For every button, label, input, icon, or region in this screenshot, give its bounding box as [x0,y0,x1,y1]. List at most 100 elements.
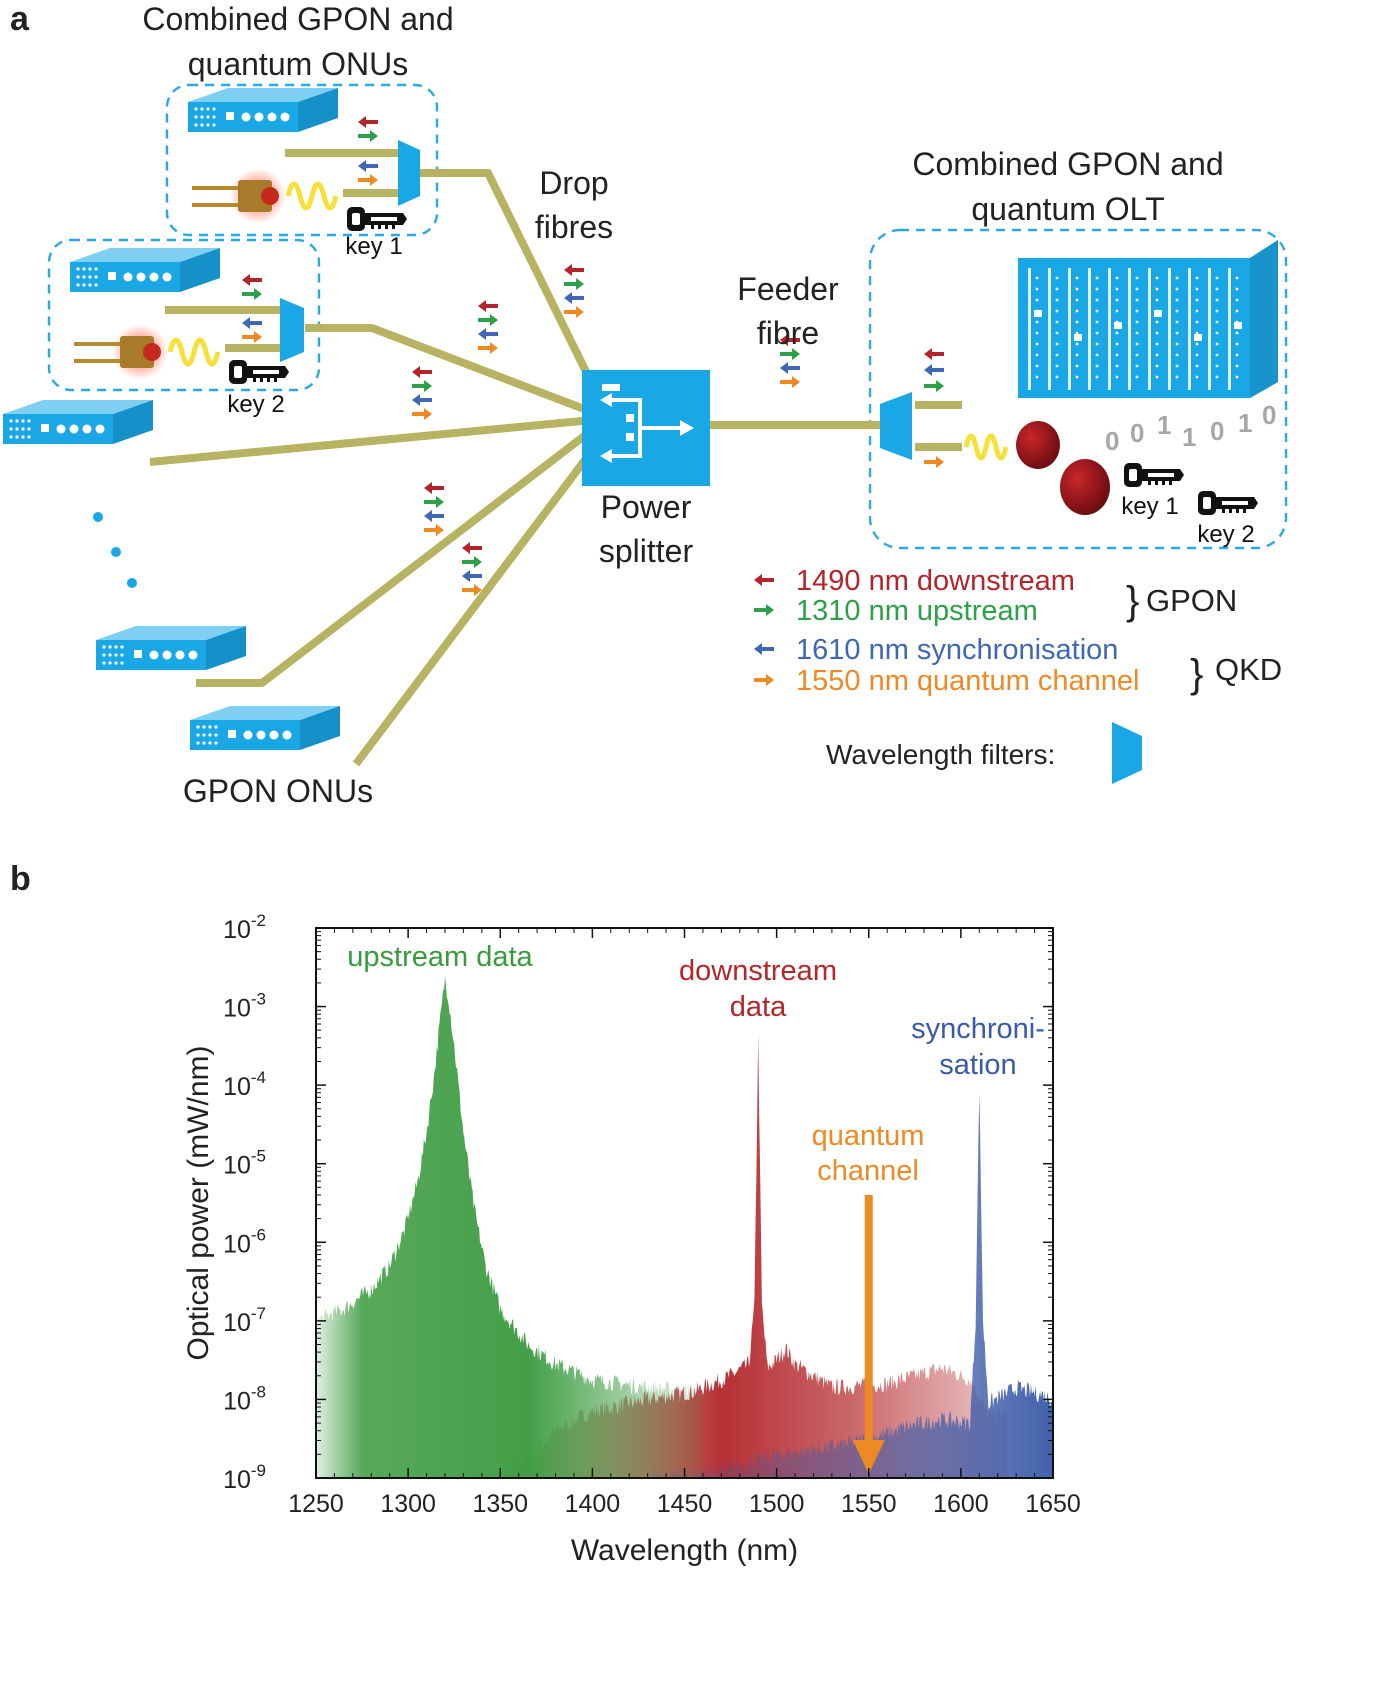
drop-fibre-3 [149,416,593,466]
onu-gpon-1 [3,400,153,444]
annotation-upstream: upstream data [347,941,533,973]
x-axis-label: Wavelength (nm) [571,1534,798,1567]
annotation-downstream-line2: data [730,991,787,1023]
ytick-label--9: 10-9 [223,1461,266,1494]
onu1-key-icon [347,207,407,231]
splitter-label-line1: Power [601,489,692,525]
xtick-label-1350: 1350 [472,1490,528,1518]
drop-fibre-3-arrows [412,366,432,420]
xtick-label-1600: 1600 [933,1490,989,1518]
onu1-wavelength-filter [398,140,420,206]
xtick-label-1500: 1500 [749,1490,805,1518]
onu2-key-label: key 2 [227,391,284,418]
onu1-laser [192,168,339,224]
olt-title-line2: quantum OLT [971,191,1164,227]
olt-title: Combined GPON and quantum OLT [912,146,1223,227]
onu2-key-icon [229,360,289,384]
onu-quantum-title-line2: quantum ONUs [188,46,409,82]
onu-q1-box [165,83,439,237]
legend-quantum-text: 1550 nm quantum channel [796,665,1139,697]
splitter-label-line2: splitter [599,533,694,569]
onu-devices [3,88,340,750]
annotation-downstream-line1: downstream [679,955,837,987]
series-synchronisation [647,1092,1053,1478]
ytick-label--8: 10-8 [223,1382,266,1415]
qkd-group-label: QKD [1215,652,1282,687]
onu1-gpon-arrows [358,116,378,142]
legend-downstream-text: 1490 nm downstream [796,565,1075,597]
onu-combined-1 [188,88,338,132]
panel-a-letter: a [10,0,30,38]
xtick-label-1650: 1650 [1025,1490,1081,1518]
filters-legend-icon [1112,722,1142,784]
wavelength-arrow-stacks [242,116,944,596]
xtick-label-1300: 1300 [380,1490,436,1518]
onu1-key-label: key 1 [345,233,402,260]
olt-key2-icon [1198,491,1258,515]
olt-rack [1018,240,1278,398]
annotation-quantum-line2: channel [817,1155,919,1187]
xtick-label-1550: 1550 [841,1490,897,1518]
y-axis-label: Optical power (mW/nm) [182,1045,215,1360]
ytick-label--6: 10-6 [223,1225,266,1258]
olt-wavelength-filter [880,392,912,460]
ytick-label--2: 10-2 [223,911,266,944]
ytick-label--4: 10-4 [223,1068,266,1101]
onu2-qkd-arrows [242,317,262,343]
onu2-gpon-arrows [242,274,262,300]
bit-6: 0 [1262,400,1276,430]
gpon-onus-label: GPON ONUs [183,773,373,809]
bit-4: 0 [1210,416,1224,446]
xtick-label-1250: 1250 [288,1490,344,1518]
bit-5: 1 [1238,408,1252,438]
olt-key1-label: key 1 [1121,493,1178,520]
ytick-label--3: 10-3 [223,990,266,1023]
feeder-label-line2: fibre [757,315,819,351]
bit-1: 0 [1130,418,1144,448]
olt-arrows [924,348,944,468]
ytick-label--7: 10-7 [223,1304,266,1337]
onu-quantum-title-line1: Combined GPON and [142,1,453,37]
quantum-channel-arrow [852,1195,885,1474]
gpon-brace: } [1126,579,1139,623]
qkd-brace: } [1190,652,1203,696]
drop-label-line1: Drop [539,165,608,201]
onu2-laser [74,324,221,380]
xtick-label-1400: 1400 [565,1490,621,1518]
olt-title-line1: Combined GPON and [912,146,1223,182]
drop-fibre-5-arrows [462,542,482,596]
ytick-label--5: 10-5 [223,1147,266,1180]
feeder-label-line1: Feeder [737,271,839,307]
drop-fibre-4 [196,426,595,687]
drop-fibre-1-arrows [564,264,584,318]
keys [229,207,1258,515]
legend-upstream-text: 1310 nm upstream [796,595,1038,627]
drop-fibre-4-arrows [424,482,444,536]
olt-box [868,228,1288,550]
legend-downstream: 1490 nm downstream [754,565,1075,597]
legend-sync-text: 1610 nm synchronisation [796,634,1118,666]
legend-upstream: 1310 nm upstream [754,595,1038,627]
olt-key2-label: key 2 [1197,521,1254,548]
onu-gpon-2 [96,626,246,670]
onu1-qkd-arrows [358,160,378,186]
onu-q2-box [47,238,321,392]
bit-3: 1 [1182,422,1196,452]
more-onus-dots [93,512,137,588]
bit-0: 0 [1105,426,1119,456]
olt-detectors [963,421,1110,515]
legend-sync: 1610 nm synchronisation [754,634,1118,666]
feeder-fibre-arrows [780,334,800,388]
filters-legend-label: Wavelength filters: [826,739,1055,770]
power-splitter [582,370,710,486]
legend-quantum: 1550 nm quantum channel [754,665,1139,697]
annotation-sync-line1: synchroni- [911,1013,1045,1045]
fibres [149,149,962,767]
panel-b-letter: b [10,860,31,898]
onu-combined-2 [70,248,220,292]
series-upstream-data [316,976,703,1478]
